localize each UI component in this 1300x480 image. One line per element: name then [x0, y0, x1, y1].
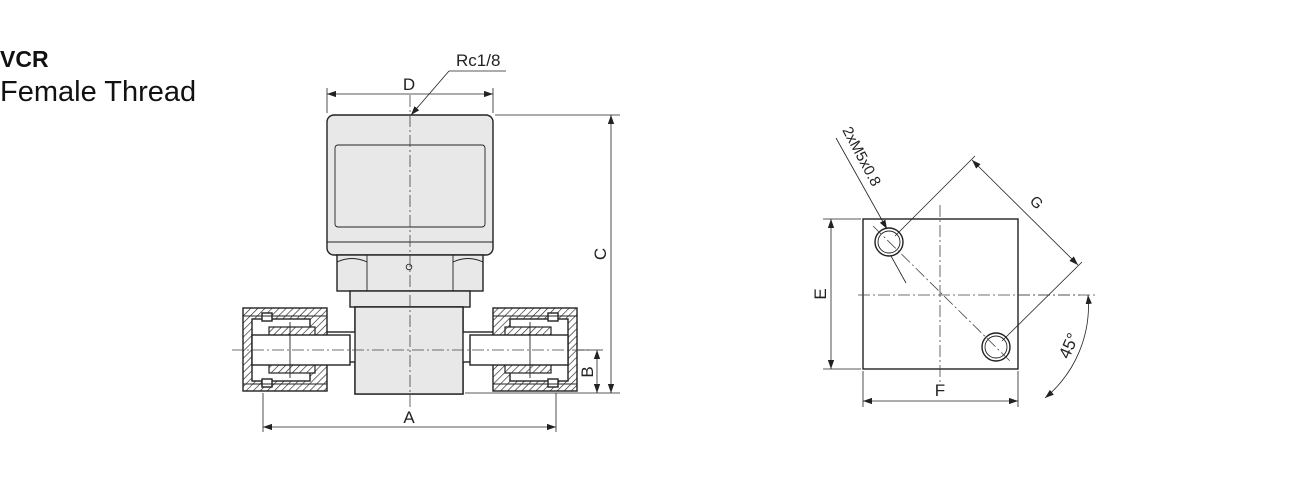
- angle-arc: [1044, 294, 1092, 399]
- dimension-a-label: A: [403, 408, 415, 427]
- connection-type-label: Female Thread: [0, 76, 197, 108]
- dimension-b-label: B: [578, 366, 597, 377]
- hole-callout-leader: [835, 137, 888, 230]
- mounting-hole-bottom-right: [981, 332, 1011, 362]
- fitting-type-label: VCR: [0, 46, 49, 72]
- hole-callout-label: 2xM5x0.8: [838, 124, 884, 189]
- port-callout-label: Rc1/8: [456, 51, 500, 70]
- dimension-g-label: G: [1026, 193, 1046, 213]
- right-vcr-nut: [469, 307, 578, 392]
- angle-label: 45°: [1055, 330, 1083, 361]
- dimension-e-label: E: [811, 288, 830, 299]
- mounting-hole-top-left: [874, 227, 904, 257]
- left-vcr-nut: [242, 307, 351, 392]
- port-callout-leader: [410, 70, 450, 116]
- dimension-d-label: D: [403, 75, 415, 94]
- front-view: D Rc1/8 C B A: [232, 51, 620, 432]
- drawing-heading: VCR Female Thread: [0, 44, 196, 110]
- bottom-view: 2xM5x0.8 G E F 45°: [811, 124, 1095, 407]
- dimension-g-line: [971, 159, 1079, 266]
- dimension-c-label: C: [591, 248, 610, 260]
- base-square: [862, 218, 1019, 370]
- dimension-f-label: F: [935, 381, 945, 400]
